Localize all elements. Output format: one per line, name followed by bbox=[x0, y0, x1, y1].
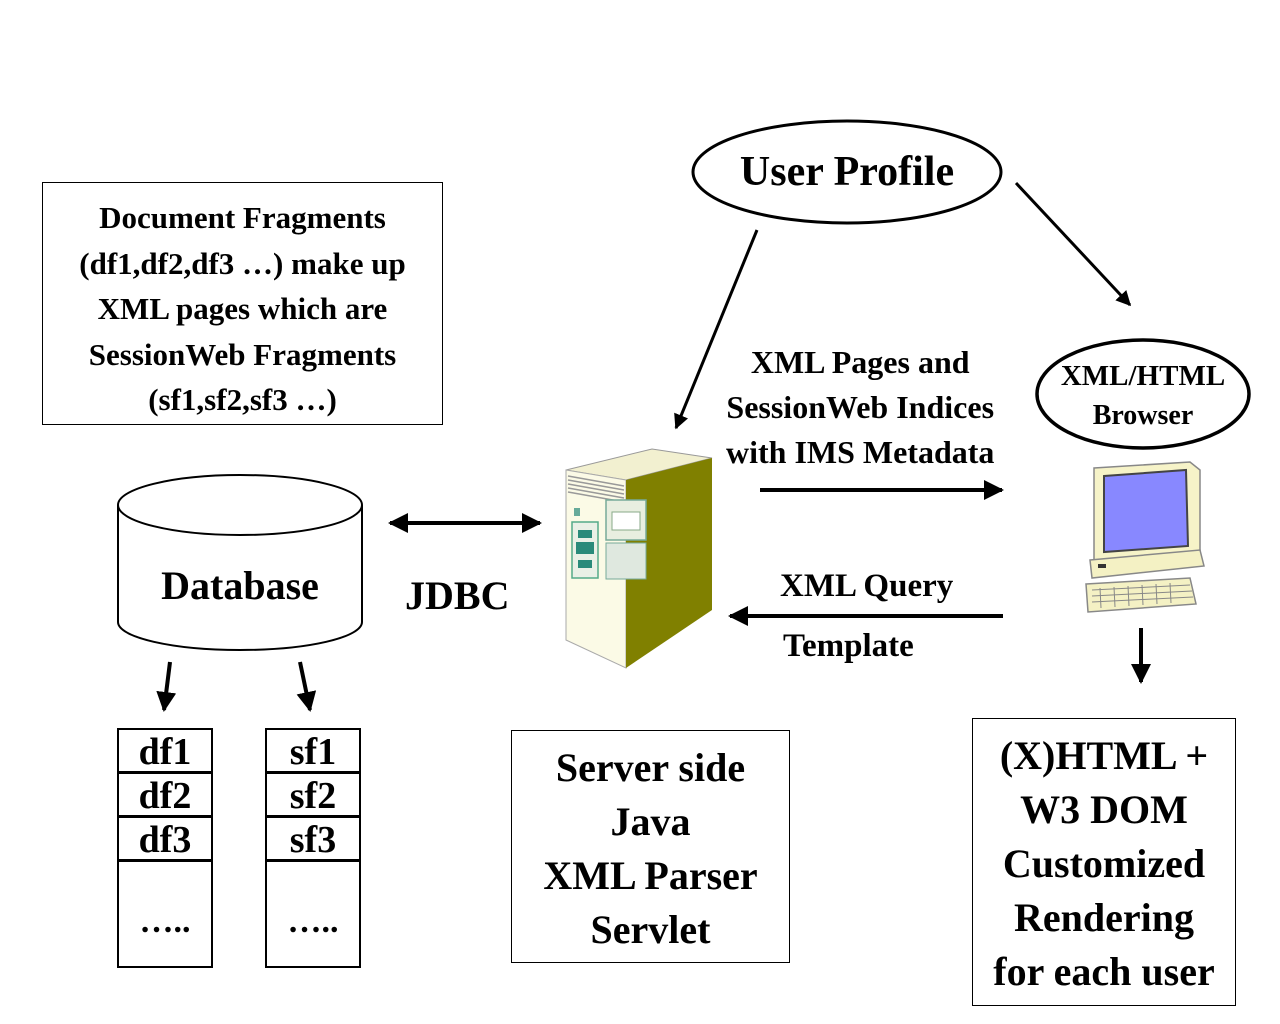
server-side-note: Server side Java XML Parser Servlet bbox=[511, 730, 790, 963]
xml-pages-line: XML Pages and bbox=[750, 344, 970, 380]
jdbc-label: JDBC bbox=[405, 573, 510, 618]
output-note-line: W3 DOM bbox=[1020, 787, 1188, 832]
list-item-ellipsis: ….. bbox=[139, 903, 191, 940]
list-item: df2 bbox=[119, 774, 211, 818]
xml-query-label: XML Query bbox=[780, 568, 954, 604]
xml-pages-line: SessionWeb Indices bbox=[726, 389, 995, 425]
browser-label: XML/HTML Browser bbox=[1036, 352, 1250, 448]
document-fragments-note: Document Fragments (df1,df2,df3 …) make … bbox=[42, 182, 443, 425]
profile-to-browser-arrow bbox=[1014, 181, 1132, 307]
doc-note-line: (sf1,sf2,sf3 …) bbox=[148, 382, 337, 417]
desktop-computer-icon bbox=[1085, 461, 1205, 613]
list-item: sf3 bbox=[267, 818, 359, 862]
rendering-output-note: (X)HTML + W3 DOM Customized Rendering fo… bbox=[972, 718, 1236, 1006]
browser-ellipse bbox=[1035, 338, 1251, 450]
output-note-line: for each user bbox=[993, 949, 1215, 994]
server-note-line: Server side bbox=[555, 745, 746, 790]
browser-label-line1: XML/HTML bbox=[1060, 360, 1226, 392]
list-item: df1 bbox=[119, 730, 211, 774]
doc-note-line: SessionWeb Fragments bbox=[88, 336, 397, 372]
doc-note-line: XML pages which are bbox=[97, 291, 388, 326]
server-tower-icon bbox=[565, 448, 713, 669]
doc-note-line: (df1,df2,df3 …) make up bbox=[79, 245, 406, 281]
xml-pages-label: XML Pages and SessionWeb Indices with IM… bbox=[726, 340, 994, 475]
output-note-line: Rendering bbox=[1014, 895, 1194, 940]
user-profile-label: User Profile bbox=[739, 149, 955, 195]
profile-to-server-arrow bbox=[674, 229, 759, 430]
xml-pages-line: with IMS Metadata bbox=[726, 434, 995, 470]
sessionweb-fragment-list: sf1 sf2 sf3 ….. bbox=[265, 728, 361, 968]
server-note-line: Java bbox=[610, 799, 691, 844]
database-label: Database bbox=[161, 563, 319, 608]
list-item: sf1 bbox=[267, 730, 359, 774]
db-to-df-arrow bbox=[156, 661, 177, 712]
list-item: df3 bbox=[119, 818, 211, 862]
list-item-ellipsis: ….. bbox=[287, 903, 339, 940]
database-cylinder bbox=[117, 474, 363, 651]
output-note-line: (X)HTML + bbox=[999, 733, 1209, 778]
list-item: sf2 bbox=[267, 774, 359, 818]
template-label: Template bbox=[783, 628, 914, 664]
user-profile-ellipse bbox=[691, 119, 1003, 225]
document-fragment-list: df1 df2 df3 ….. bbox=[117, 728, 213, 968]
db-to-sf-arrow bbox=[296, 661, 317, 712]
server-note-line: Servlet bbox=[590, 907, 711, 952]
output-note-line: Customized bbox=[1002, 841, 1206, 886]
server-note-line: XML Parser bbox=[543, 853, 758, 898]
doc-note-line: Document Fragments bbox=[99, 200, 386, 235]
browser-label-line2: Browser bbox=[1092, 400, 1194, 431]
